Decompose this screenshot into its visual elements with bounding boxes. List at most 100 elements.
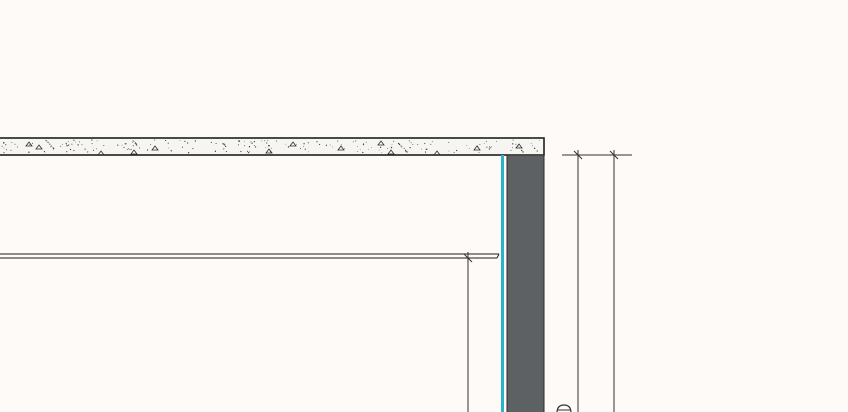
concrete-stipple [448, 141, 450, 143]
concrete-stipple [329, 144, 331, 146]
concrete-stipple [300, 148, 302, 149]
concrete-stipple [387, 147, 389, 149]
concrete-stipple [522, 151, 524, 153]
dimension-tick-3 [463, 253, 473, 263]
concrete-stipple [103, 144, 105, 147]
concrete-aggregate [25, 141, 33, 147]
concrete-stipple [340, 144, 342, 146]
concrete-stipple [307, 142, 309, 144]
concrete-stipple [128, 149, 130, 151]
wall-section [506, 154, 545, 412]
concrete-stipple [214, 150, 216, 152]
concrete-stipple [316, 141, 318, 143]
concrete-stipple [304, 148, 306, 150]
concrete-aggregate [289, 141, 297, 147]
concrete-stipple [362, 143, 365, 146]
concrete-stipple [52, 149, 54, 150]
concrete-stipple [10, 149, 12, 151]
concrete-stipple [404, 150, 407, 152]
concrete-stipple [430, 143, 432, 145]
concrete-stipple [359, 148, 361, 150]
concrete-stipple [495, 140, 497, 142]
concrete-stipple [50, 146, 52, 148]
concrete-stipple [95, 148, 97, 150]
concrete-aggregate [473, 145, 481, 151]
concrete-stipple [431, 141, 433, 143]
concrete-stipple [77, 144, 79, 146]
concrete-stipple [223, 143, 225, 145]
concrete-stipple [530, 143, 532, 144]
concrete-stipple [45, 139, 47, 141]
concrete-stipple [134, 142, 137, 144]
concrete-stipple [29, 144, 31, 146]
concrete-stipple [303, 143, 305, 145]
concrete-stipple [379, 146, 382, 148]
concrete-stipple [92, 149, 95, 151]
concrete-stipple [47, 141, 49, 143]
concrete-stipple [187, 152, 190, 154]
concrete-aggregate [387, 149, 395, 155]
concrete-stipple [62, 143, 63, 145]
concrete-stipple [81, 144, 83, 146]
concrete-stipple [368, 148, 370, 150]
concrete-stipple [319, 143, 321, 146]
concrete-stipple [453, 151, 455, 153]
concrete-stipple [448, 150, 450, 152]
concrete-stipple [391, 143, 393, 145]
concrete-stipple [66, 143, 67, 145]
concrete-aggregate [377, 140, 385, 146]
concrete-stipple [261, 140, 263, 142]
concrete-stipple [424, 143, 426, 145]
concrete-stipple [515, 143, 517, 145]
concrete-stipple [47, 142, 49, 144]
concrete-stipple [139, 147, 140, 149]
ceiling-line-end [496, 253, 500, 259]
concrete-stipple [237, 144, 240, 146]
concrete-stipple [50, 145, 52, 147]
concrete-aggregate [97, 150, 105, 156]
concrete-stipple [125, 143, 127, 145]
concrete-stipple [536, 150, 538, 152]
concrete-stipple [69, 148, 72, 151]
concrete-stipple [488, 148, 491, 150]
concrete-aggregate [515, 143, 523, 149]
concrete-stipple [247, 151, 250, 154]
concrete-stipple [483, 143, 485, 144]
concrete-stipple [276, 140, 278, 142]
concrete-stipple [268, 145, 270, 147]
concrete-stipple [469, 148, 470, 149]
concrete-stipple [356, 150, 358, 152]
concrete-stipple [184, 140, 186, 142]
concrete-stipple [489, 147, 491, 149]
concrete-stipple [132, 141, 133, 143]
concrete-stipple [371, 147, 372, 149]
concrete-stipple [378, 149, 380, 151]
concrete-stipple [486, 146, 488, 148]
concrete-stipple [253, 140, 256, 143]
concrete-stipple [303, 145, 304, 147]
concrete-stipple [397, 142, 400, 145]
concrete-stipple [49, 143, 50, 145]
concrete-stipple [489, 146, 490, 148]
concrete-stipple [405, 151, 408, 153]
concrete-stipple [91, 139, 93, 141]
concrete-stipple [78, 141, 80, 143]
concrete-stipple [210, 141, 212, 143]
concrete-aggregate [337, 145, 345, 151]
concrete-stipple [66, 151, 68, 153]
concrete-stipple [393, 140, 395, 142]
concrete-stipple [332, 146, 333, 148]
concrete-stipple [222, 143, 224, 145]
concrete-stipple [165, 139, 167, 141]
concrete-stipple [271, 147, 273, 149]
concrete-stipple [87, 151, 89, 153]
concrete-stipple [179, 140, 181, 141]
concrete-stipple [225, 151, 227, 153]
concrete-aggregate [151, 145, 159, 151]
concrete-stipple [121, 144, 123, 146]
concrete-stipple [250, 141, 252, 143]
concrete-stipple [255, 146, 257, 148]
concrete-stipple [44, 151, 46, 153]
concrete-stipple [417, 144, 419, 146]
